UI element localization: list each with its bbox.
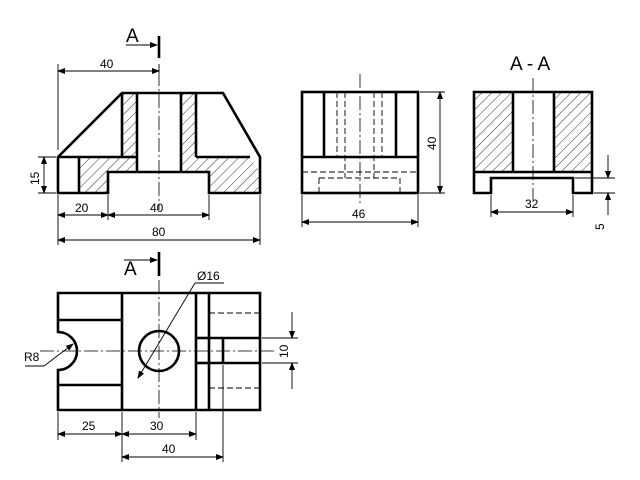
dim-side-height: 40 <box>425 136 439 150</box>
dim-top-slot-width: 10 <box>277 344 291 358</box>
section-hatch-left <box>474 92 513 172</box>
dim-section-slot-width: 32 <box>525 197 539 211</box>
dim-left-step: 20 <box>75 201 89 215</box>
dim-notch-to-boss: 25 <box>82 419 96 433</box>
dim-notch-radius: R8 <box>24 350 40 364</box>
dim-left-height: 15 <box>28 171 42 185</box>
dim-top-width: 40 <box>100 57 114 71</box>
top-view: A Ø16 R8 10 <box>24 252 298 462</box>
front-outline <box>56 91 262 195</box>
dim-boss-width: 30 <box>150 419 164 433</box>
dim-overall-width: 80 <box>152 225 166 239</box>
dim-section-slot-height: 5 <box>593 223 607 230</box>
section-mark-top: A <box>124 259 137 280</box>
dim-slot-width: 40 <box>150 201 164 215</box>
section-view: A - A 32 5 <box>472 54 615 230</box>
section-hatch-right <box>554 92 592 172</box>
dim-side-width: 46 <box>352 207 366 221</box>
side-view: 40 46 <box>300 74 445 227</box>
dim-hole-diameter: Ø16 <box>197 269 220 283</box>
section-title: A - A <box>510 54 550 75</box>
dim-hole-to-slot: 40 <box>162 442 176 456</box>
section-outline <box>472 90 594 195</box>
front-hatch-right-wall <box>181 93 260 193</box>
front-view: A 40 15 20 40 80 <box>28 26 262 245</box>
top-outline <box>56 291 262 412</box>
section-mark-front: A <box>126 26 139 47</box>
